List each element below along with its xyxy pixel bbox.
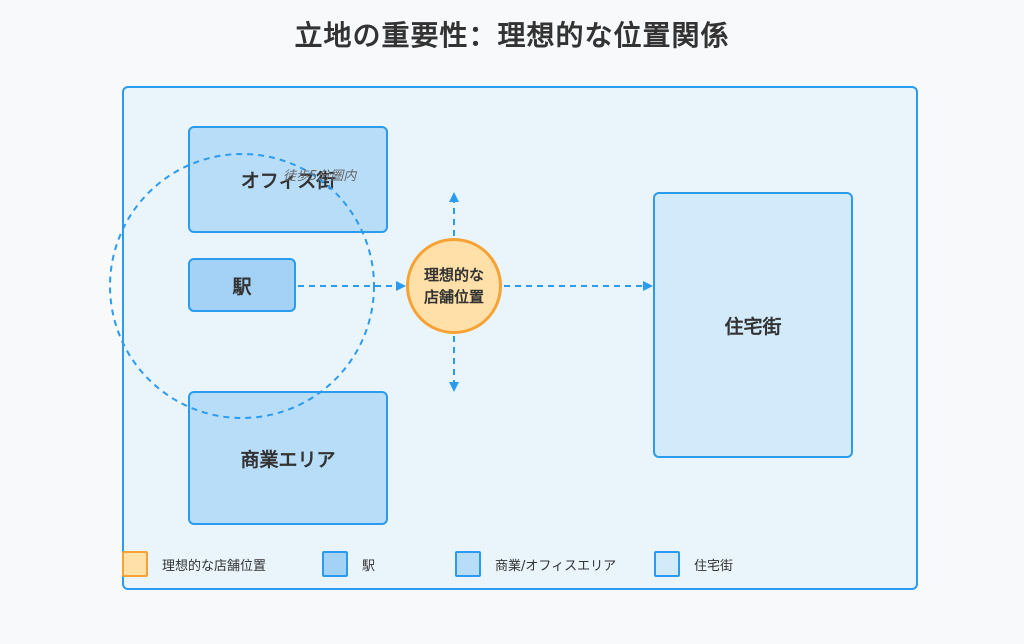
page-title: 立地の重要性：理想的な位置関係 bbox=[294, 19, 730, 52]
legend-item-station: 駅 bbox=[322, 550, 375, 578]
office-district-label: オフィス街 bbox=[240, 170, 336, 192]
station-box: 駅 bbox=[188, 258, 296, 312]
ideal-store-label-line2: 店舗位置 bbox=[423, 288, 484, 306]
legend-item-commercial-office: 商業/オフィスエリア bbox=[455, 550, 616, 578]
station-label: 駅 bbox=[232, 275, 252, 298]
commercial-area-box: 商業エリア bbox=[188, 391, 388, 525]
commercial-area-label: 商業エリア bbox=[240, 448, 336, 471]
legend-label-commercial-office: 商業/オフィスエリア bbox=[495, 558, 617, 574]
residential-district-label: 住宅街 bbox=[724, 315, 782, 338]
residential-district-box: 住宅街 bbox=[653, 192, 853, 458]
legend-label-residential: 住宅街 bbox=[694, 558, 734, 574]
walking-radius-label: 徒歩5分圏内 bbox=[283, 169, 357, 184]
walking-radius-circle bbox=[109, 153, 375, 419]
legend-swatch-station bbox=[322, 551, 348, 577]
legend-label-station: 駅 bbox=[362, 558, 376, 574]
legend-item-ideal-store: 理想的な店舗位置 bbox=[122, 550, 266, 578]
office-district-box: オフィス街 bbox=[188, 126, 388, 233]
ideal-store-label-line1: 理想的な bbox=[423, 266, 484, 284]
legend-swatch-residential bbox=[654, 551, 680, 577]
legend-label-ideal-store: 理想的な店舗位置 bbox=[162, 558, 267, 574]
legend-item-residential: 住宅街 bbox=[654, 550, 733, 578]
ideal-store-location: 理想的な 店舗位置 bbox=[406, 238, 502, 334]
legend-swatch-commercial-office bbox=[455, 551, 481, 577]
legend-swatch-ideal-store bbox=[122, 551, 148, 577]
